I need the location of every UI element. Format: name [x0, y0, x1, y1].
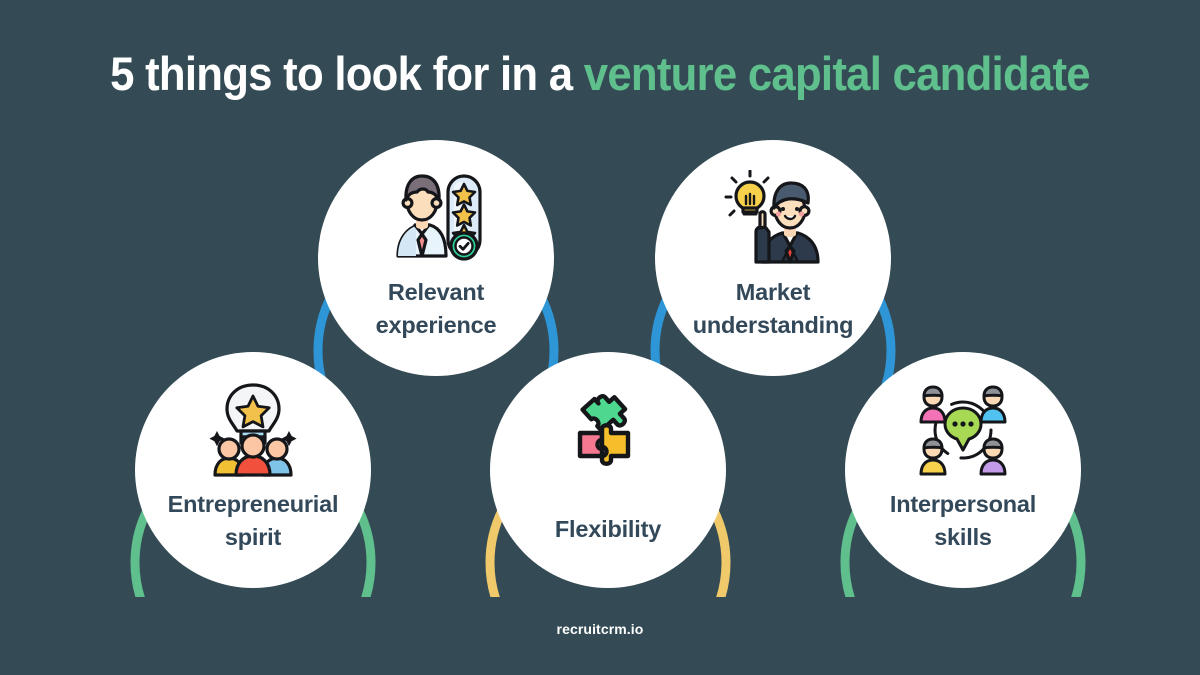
- card-label-line: Market: [735, 279, 811, 305]
- icon-lightbulb-team-star: [203, 378, 303, 482]
- card-label-line: understanding: [692, 312, 854, 339]
- card-label-line: experience: [375, 312, 497, 339]
- card-label: Entrepreneurial spirit: [148, 488, 358, 555]
- icon-puzzle-pieces: [562, 378, 654, 482]
- card-bubble: Flexibility: [490, 352, 726, 588]
- card-bubble: Relevant experience: [318, 140, 554, 376]
- card-label: Flexibility: [503, 513, 713, 546]
- card-relevant-experience[interactable]: Relevant experience: [313, 140, 559, 385]
- card-bubble: Market understanding: [655, 140, 891, 376]
- page-title-accent: venture capital candidate: [583, 47, 1091, 100]
- icon-people-network-chat: [911, 378, 1015, 482]
- page-title-plain: 5 things to look for in a: [110, 47, 584, 100]
- card-label: Market understanding: [668, 276, 878, 343]
- page-title: 5 things to look for in a venture capita…: [42, 46, 1158, 101]
- card-bubble: Interpersonal skills: [845, 352, 1081, 588]
- card-label-line: Entrepreneurial: [167, 491, 339, 517]
- card-label-line: spirit: [224, 524, 282, 551]
- card-label-line: skills: [934, 524, 992, 551]
- card-bubble: Entrepreneurial spirit: [135, 352, 371, 588]
- card-interpersonal-skills[interactable]: Interpersonal skills: [840, 352, 1086, 597]
- card-label-line: Interpersonal: [889, 491, 1037, 517]
- card-flexibility[interactable]: Flexibility: [485, 352, 731, 597]
- icon-businessman-idea-bulb: [722, 166, 824, 270]
- card-label-line: Flexibility: [554, 516, 662, 542]
- card-market-understanding[interactable]: Market understanding: [650, 140, 896, 385]
- card-label: Relevant experience: [331, 276, 541, 343]
- footer-brand: recruitcrm.io: [556, 621, 644, 637]
- card-entrepreneurial-spirit[interactable]: Entrepreneurial spirit: [130, 352, 376, 597]
- icon-candidate-star-rating: [384, 166, 488, 270]
- card-label: Interpersonal skills: [858, 488, 1068, 555]
- card-label-line: Relevant: [387, 279, 485, 305]
